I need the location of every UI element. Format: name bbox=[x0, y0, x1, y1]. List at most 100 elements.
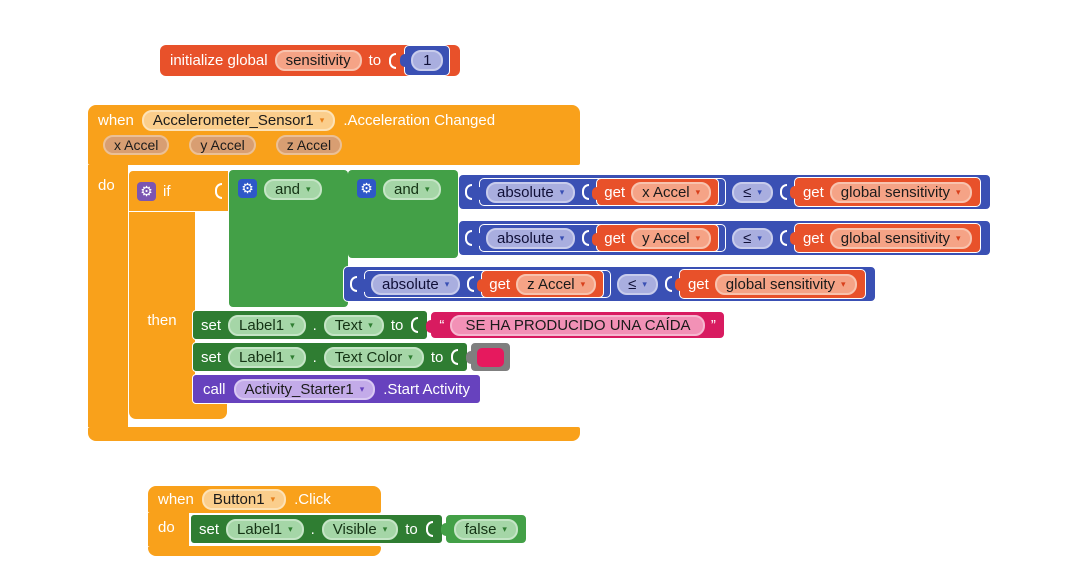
and-block-inner[interactable]: ⚙ and ▾ bbox=[348, 170, 458, 258]
event-name-label: .Click bbox=[294, 491, 331, 508]
dropdown-arrow-icon: ▾ bbox=[695, 186, 701, 197]
absolute-block[interactable]: absolute ▾ get x Accel ▾ bbox=[474, 178, 727, 206]
math-function-dropdown[interactable]: absolute ▾ bbox=[371, 273, 461, 295]
get-variable-block[interactable]: get global sensitivity ▾ bbox=[789, 177, 981, 207]
comparison-block-z[interactable]: absolute ▾ get z Accel ▾ ≤ ▾ get global … bbox=[343, 266, 876, 302]
text-string-block[interactable]: “ SE HA PRODUCIDO UNA CAÍDA ” bbox=[426, 311, 725, 339]
get-variable-block[interactable]: get global sensitivity ▾ bbox=[674, 269, 866, 299]
dropdown-arrow-icon: ▾ bbox=[306, 184, 311, 194]
mutator-gear-icon[interactable]: ⚙ bbox=[137, 181, 156, 201]
set-text-color-block[interactable]: set Label1 ▾ . Text Color ▾ to bbox=[192, 342, 469, 372]
math-function-dropdown[interactable]: absolute ▾ bbox=[486, 181, 576, 203]
and-operator-dropdown[interactable]: and ▾ bbox=[264, 179, 322, 200]
variable-name-field[interactable]: sensitivity bbox=[274, 50, 362, 71]
component-dropdown[interactable]: Label1 ▾ bbox=[228, 314, 306, 336]
absolute-block[interactable]: absolute ▾ get y Accel ▾ bbox=[474, 224, 727, 252]
initialize-global-block[interactable]: initialize global sensitivity to 1 bbox=[160, 45, 461, 76]
dropdown-arrow-icon: ▾ bbox=[319, 115, 325, 125]
mutator-gear-icon[interactable]: ⚙ bbox=[238, 179, 257, 198]
dropdown-arrow-icon: ▾ bbox=[559, 232, 565, 243]
variable-dropdown[interactable]: global sensitivity ▾ bbox=[829, 181, 972, 203]
and-block-outer[interactable]: ⚙ and ▾ bbox=[229, 170, 348, 307]
dropdown-arrow-icon: ▾ bbox=[444, 278, 450, 289]
when-accelerometer-bottom-bar bbox=[88, 427, 580, 441]
close-quote: ” bbox=[710, 316, 716, 334]
value-socket bbox=[465, 184, 472, 200]
param-z-accel[interactable]: z Accel bbox=[275, 135, 343, 155]
text-string-field[interactable]: SE HA PRODUCIDO UNA CAÍDA bbox=[450, 314, 705, 336]
component-dropdown[interactable]: Accelerometer_Sensor1 ▾ bbox=[141, 110, 336, 131]
set-label: set bbox=[201, 316, 222, 334]
dropdown-arrow-icon: ▾ bbox=[757, 186, 762, 197]
component-dropdown[interactable]: Button1 ▾ bbox=[201, 489, 287, 510]
call-start-activity-block[interactable]: call Activity_Starter1 ▾ .Start Activity bbox=[192, 374, 481, 404]
when-accelerometer-do-bar: do bbox=[88, 165, 128, 427]
open-quote: “ bbox=[439, 316, 445, 334]
get-label: get bbox=[802, 229, 824, 247]
component-dropdown[interactable]: Label1 ▾ bbox=[226, 518, 304, 540]
logic-false-block[interactable]: false ▾ bbox=[440, 514, 527, 544]
dropdown-arrow-icon: ▾ bbox=[956, 186, 961, 197]
get-variable-block[interactable]: get x Accel ▾ bbox=[592, 178, 720, 206]
param-y-accel[interactable]: y Accel bbox=[189, 135, 256, 155]
event-header-row: when Accelerometer_Sensor1 ▾ .Accelerati… bbox=[98, 110, 495, 131]
dot-separator: . bbox=[310, 520, 315, 538]
component-dropdown[interactable]: Label1 ▾ bbox=[228, 346, 306, 368]
value-socket bbox=[467, 276, 475, 292]
dropdown-arrow-icon: ▾ bbox=[408, 351, 413, 362]
number-value-field[interactable]: 1 bbox=[411, 50, 444, 71]
set-text-block[interactable]: set Label1 ▾ . Text ▾ to bbox=[192, 310, 429, 340]
comparison-operator-dropdown[interactable]: ≤ ▾ bbox=[732, 181, 773, 203]
dropdown-arrow-icon: ▾ bbox=[290, 319, 295, 330]
variable-dropdown[interactable]: global sensitivity ▾ bbox=[829, 227, 972, 249]
and-operator-dropdown[interactable]: and ▾ bbox=[383, 179, 441, 200]
when-accelerometer-block-header[interactable]: when Accelerometer_Sensor1 ▾ .Accelerati… bbox=[88, 105, 580, 165]
get-label: get bbox=[604, 229, 626, 247]
math-function-dropdown[interactable]: absolute ▾ bbox=[486, 227, 576, 249]
component-dropdown[interactable]: Activity_Starter1 ▾ bbox=[233, 378, 376, 400]
do-row-set-visible: set Label1 ▾ . Visible ▾ to false ▾ bbox=[190, 514, 527, 544]
comparison-operator-dropdown[interactable]: ≤ ▾ bbox=[617, 273, 658, 295]
absolute-block[interactable]: absolute ▾ get z Accel ▾ bbox=[359, 270, 612, 298]
call-label: call bbox=[203, 380, 226, 398]
to-label: to bbox=[390, 316, 404, 334]
do-label: do bbox=[98, 177, 115, 194]
get-variable-block[interactable]: get z Accel ▾ bbox=[477, 270, 605, 298]
number-block[interactable]: 1 bbox=[400, 45, 451, 76]
comparison-block-x[interactable]: absolute ▾ get x Accel ▾ ≤ ▾ get global … bbox=[458, 174, 991, 210]
logic-value-dropdown[interactable]: false ▾ bbox=[453, 518, 518, 540]
mutator-gear-icon[interactable]: ⚙ bbox=[357, 179, 376, 198]
when-label: when bbox=[158, 491, 194, 508]
if-block-header[interactable]: ⚙ if bbox=[128, 170, 229, 212]
dropdown-arrow-icon: ▾ bbox=[359, 383, 365, 394]
color-block[interactable] bbox=[466, 342, 512, 372]
variable-dropdown[interactable]: y Accel ▾ bbox=[631, 227, 712, 249]
property-dropdown[interactable]: Text Color ▾ bbox=[323, 346, 424, 368]
property-dropdown[interactable]: Visible ▾ bbox=[321, 518, 399, 540]
if-block-then-bar: then bbox=[128, 212, 196, 404]
set-visible-block[interactable]: set Label1 ▾ . Visible ▾ to bbox=[190, 514, 443, 544]
dot-separator: . bbox=[312, 316, 317, 334]
when-button-block-header[interactable]: when Button1 ▾ .Click bbox=[148, 486, 381, 513]
comparison-operator-dropdown[interactable]: ≤ ▾ bbox=[732, 227, 773, 249]
param-x-accel[interactable]: x Accel bbox=[103, 135, 170, 155]
if-block-bottom bbox=[128, 404, 228, 420]
property-dropdown[interactable]: Text ▾ bbox=[323, 314, 384, 336]
variable-dropdown[interactable]: global sensitivity ▾ bbox=[714, 273, 857, 295]
event-name-label: .Acceleration Changed bbox=[343, 112, 496, 129]
variable-dropdown[interactable]: x Accel ▾ bbox=[631, 181, 712, 203]
value-socket bbox=[582, 184, 590, 200]
get-variable-block[interactable]: get global sensitivity ▾ bbox=[789, 223, 981, 253]
dropdown-arrow-icon: ▾ bbox=[559, 186, 565, 197]
value-socket bbox=[664, 276, 672, 292]
method-name-label: .Start Activity bbox=[383, 380, 470, 398]
comparison-block-y[interactable]: absolute ▾ get y Accel ▾ ≤ ▾ get global … bbox=[458, 220, 991, 256]
variable-dropdown[interactable]: z Accel ▾ bbox=[516, 273, 597, 295]
dropdown-arrow-icon: ▾ bbox=[382, 523, 388, 534]
dot-separator: . bbox=[312, 348, 317, 366]
condition-socket bbox=[215, 183, 222, 199]
get-variable-block[interactable]: get y Accel ▾ bbox=[592, 224, 720, 252]
color-swatch[interactable] bbox=[477, 347, 505, 367]
dropdown-arrow-icon: ▾ bbox=[288, 523, 293, 534]
